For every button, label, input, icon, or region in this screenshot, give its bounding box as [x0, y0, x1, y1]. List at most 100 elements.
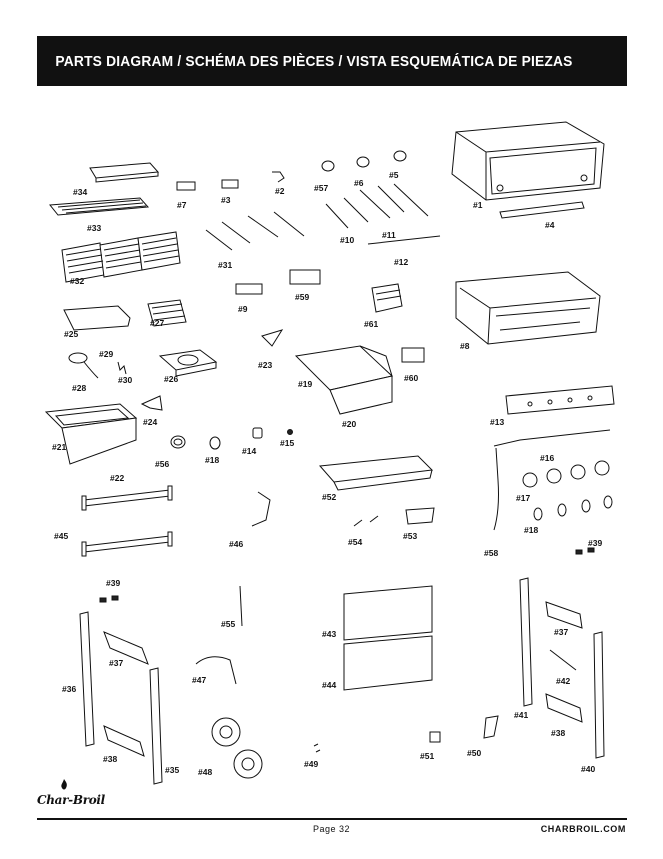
part-3-drawing	[221, 179, 239, 189]
part-28-drawing	[68, 352, 99, 379]
part-label: #10	[340, 235, 354, 245]
part-label: #27	[150, 318, 164, 328]
part-labels: #1 #2 #3 #4 #5 #6 #7 #8 #9 #10 #11 #12 #…	[52, 170, 602, 777]
part-label: #30	[118, 375, 132, 385]
part-53-drawing	[405, 507, 435, 525]
part-37-left-drawing	[103, 631, 149, 665]
part-59-drawing	[289, 269, 321, 285]
part-50-drawing	[483, 715, 499, 739]
part-47-drawing	[195, 656, 237, 685]
part-18-bezels	[533, 495, 613, 521]
part-label: #31	[218, 260, 232, 270]
part-label: #16	[540, 453, 554, 463]
page-number: Page 32	[312, 824, 351, 834]
part-41-drawing	[519, 577, 533, 707]
part-label: #18	[524, 525, 538, 535]
part-34-drawing	[89, 162, 160, 183]
part-10-11-burners	[325, 183, 429, 229]
part-39-right-drawing	[575, 547, 595, 555]
part-label: #46	[229, 539, 243, 549]
header-banner: PARTS DIAGRAM / SCHÉMA DES PIÈCES / VIST…	[37, 36, 627, 86]
part-label: #1	[473, 200, 483, 210]
part-32-grates	[61, 231, 181, 283]
part-label: #61	[364, 319, 378, 329]
part-38-right-drawing	[545, 693, 583, 723]
part-label: #5	[389, 170, 399, 180]
part-label: #19	[298, 379, 312, 389]
part-label: #35	[165, 765, 179, 775]
part-38-left-drawing	[103, 725, 145, 757]
part-label: #50	[467, 748, 481, 758]
part-label: #39	[588, 538, 602, 548]
part-40-drawing	[593, 631, 605, 759]
part-label: #40	[581, 764, 595, 774]
part-13-drawing	[505, 385, 615, 415]
part-37-right-drawing	[545, 601, 583, 629]
part-label: #28	[72, 383, 86, 393]
part-52-drawing	[318, 455, 434, 491]
part-label: #29	[99, 349, 113, 359]
part-label: #59	[295, 292, 309, 302]
part-54-drawing	[353, 515, 379, 527]
part-15-drawing	[287, 429, 293, 435]
part-18-drawing	[209, 436, 221, 450]
part-label: #15	[280, 438, 294, 448]
part-42-drawing	[549, 649, 577, 671]
part-16-drawing	[493, 429, 611, 447]
part-61-drawing	[371, 283, 403, 313]
part-21-drawing	[44, 403, 138, 465]
part-12-drawing	[367, 235, 441, 245]
part-label: #58	[484, 548, 498, 558]
part-label: #47	[192, 675, 206, 685]
part-label: #38	[103, 754, 117, 764]
part-5-drawing	[393, 150, 407, 162]
part-14-drawing	[252, 427, 263, 439]
website-link[interactable]: CHARBROIL.COM	[540, 824, 626, 834]
part-label: #56	[155, 459, 169, 469]
part-43-44-doors	[343, 585, 433, 691]
part-label: #26	[164, 374, 178, 384]
part-label: #36	[62, 684, 76, 694]
part-55-drawing	[239, 585, 243, 627]
footer-divider	[37, 818, 627, 820]
part-45-drawing	[81, 485, 173, 557]
part-label: #14	[242, 446, 256, 456]
part-17-knobs	[522, 460, 610, 488]
part-label: #49	[304, 759, 318, 769]
part-label: #13	[490, 417, 504, 427]
part-label: #25	[64, 329, 78, 339]
part-57-drawing	[321, 160, 335, 172]
part-48-wheels	[211, 717, 263, 779]
part-46-drawing	[251, 491, 271, 527]
part-51-drawing	[429, 731, 441, 743]
part-24-drawing	[140, 395, 163, 411]
part-36-drawing	[79, 611, 95, 747]
part-31-drawing	[205, 211, 305, 251]
part-label: #37	[109, 658, 123, 668]
part-27-drawing	[147, 299, 187, 327]
flame-icon	[61, 779, 67, 790]
part-label: #3	[221, 195, 231, 205]
part-9-drawing	[235, 283, 263, 295]
part-label: #9	[238, 304, 248, 314]
part-label: #4	[545, 220, 555, 230]
part-label: #53	[403, 531, 417, 541]
part-label: #23	[258, 360, 272, 370]
part-19-20-drawing	[294, 345, 394, 415]
part-label: #20	[342, 419, 356, 429]
part-4-drawing	[499, 201, 585, 219]
part-6-drawing	[356, 156, 370, 168]
part-label: #41	[514, 710, 528, 720]
part-label: #54	[348, 537, 362, 547]
part-label: #44	[322, 680, 336, 690]
part-26-drawing	[158, 349, 218, 377]
part-label: #8	[460, 341, 470, 351]
part-label: #42	[556, 676, 570, 686]
part-25-drawing	[63, 305, 131, 331]
part-label: #48	[198, 767, 212, 777]
part-label: #33	[87, 223, 101, 233]
part-label: #57	[314, 183, 328, 193]
part-label: #55	[221, 619, 235, 629]
part-label: #60	[404, 373, 418, 383]
